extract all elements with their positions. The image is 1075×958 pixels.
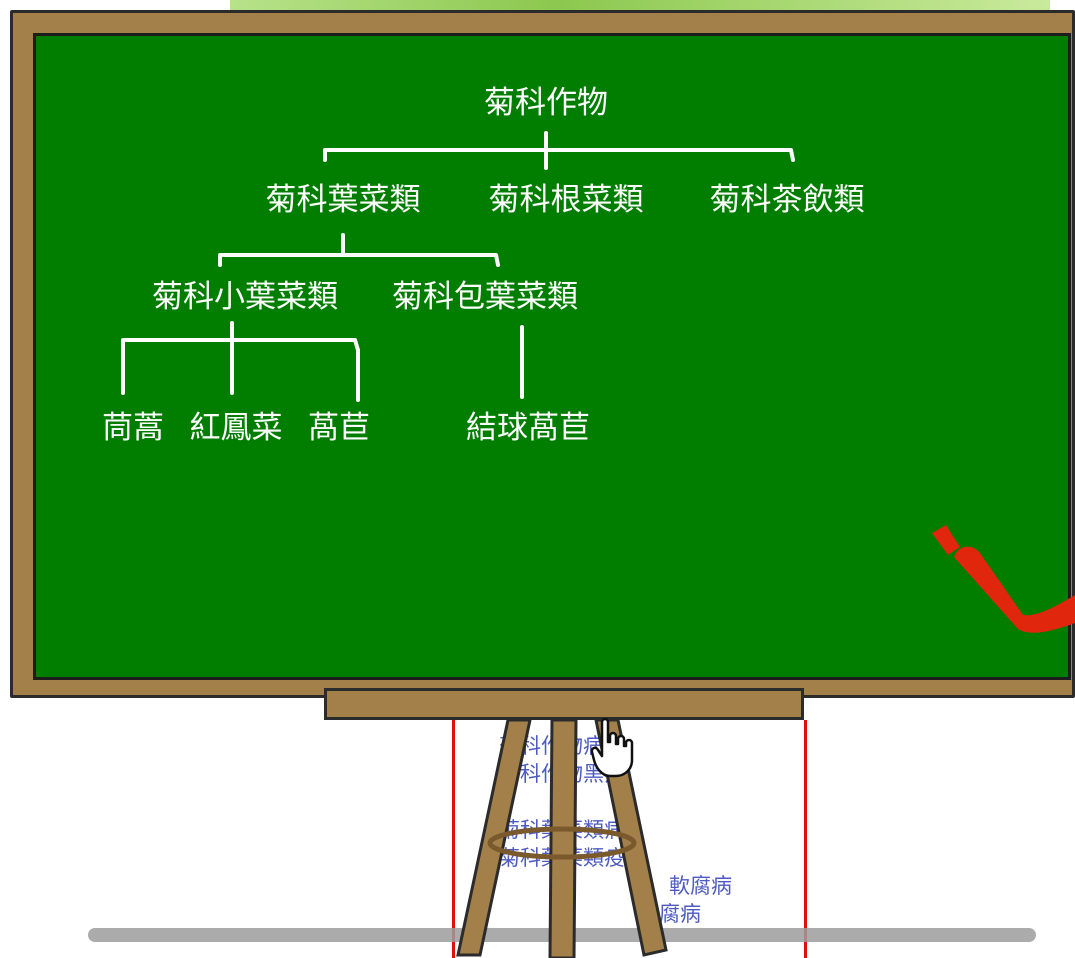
node-root: 菊科作物 (484, 85, 608, 121)
list-item[interactable]: 腐病 (659, 902, 701, 926)
node-red-phoenix-vegetable: 紅鳳菜 (189, 410, 283, 446)
connector-level1-bar (323, 148, 795, 162)
node-lettuce: 萵苣 (308, 410, 370, 446)
node-head-leaf-vegetables: 菊科包葉菜類 (392, 279, 578, 315)
node-leafy-vegetables: 菊科葉菜類 (265, 182, 421, 218)
node-small-leaf-vegetables: 菊科小葉菜類 (152, 279, 338, 315)
red-pointer-stick (932, 525, 1075, 633)
node-garland-chrysanthemum: 茼蒿 (102, 410, 164, 446)
top-decoration (230, 0, 1050, 12)
node-head-lettuce: 結球萵苣 (466, 410, 590, 446)
hand-cursor-icon (590, 718, 634, 778)
node-root-vegetables: 菊科根菜類 (488, 182, 644, 218)
node-tea-beverages: 菊科茶飲類 (709, 182, 865, 218)
connector-lines (121, 131, 795, 402)
taxonomy-diagram: 菊科作物 菊科葉菜類 菊科根菜類 菊科茶飲類 菊科小葉菜類 菊科包葉菜類 茼蒿 … (33, 33, 1071, 680)
easel-legs (456, 718, 668, 958)
connector-level3-bar (121, 338, 360, 402)
chalkboard-surface (33, 33, 1071, 680)
connector-level2-bar (218, 253, 500, 267)
list-item[interactable]: 軟腐病 (669, 874, 732, 898)
